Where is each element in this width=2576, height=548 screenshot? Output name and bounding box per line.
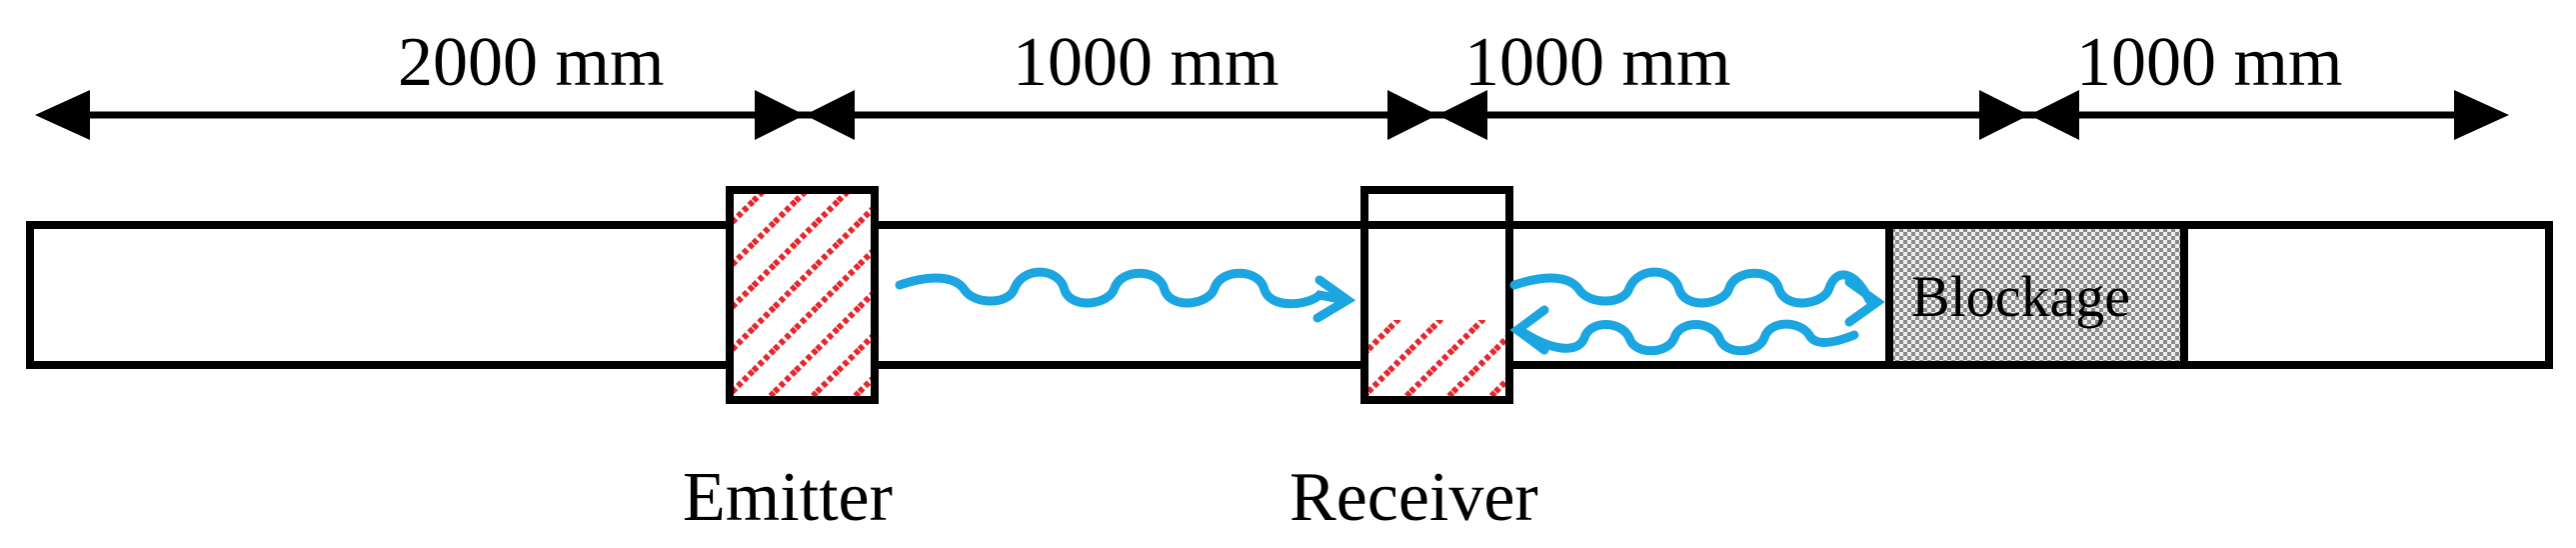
arrowhead-right-end bbox=[2454, 90, 2509, 140]
receiver-box bbox=[1360, 186, 1513, 404]
wave-blockage-to-receiver bbox=[1514, 319, 1859, 356]
arrowhead-blockage-left bbox=[1979, 90, 2029, 140]
arrowhead-emitter-right bbox=[805, 90, 855, 140]
wave-arrowhead-blockage bbox=[1844, 277, 1885, 327]
blockage bbox=[1885, 221, 2188, 369]
wave-arrowhead-receiver bbox=[1312, 275, 1356, 323]
dimension-line bbox=[35, 90, 2509, 140]
arrowhead-left-end bbox=[35, 90, 90, 140]
arrowhead-receiver-left bbox=[1387, 90, 1437, 140]
wave-emitter-to-receiver bbox=[895, 267, 1349, 309]
wave-arrowhead-return bbox=[1509, 305, 1549, 355]
wave-receiver-to-blockage bbox=[1509, 267, 1874, 308]
receiver-label: Receiver bbox=[1289, 459, 1538, 536]
receiver-hatch bbox=[1364, 320, 1509, 400]
dimension-label-1000-third: 1000 mm bbox=[2076, 24, 2342, 101]
dimension-label-1000-first: 1000 mm bbox=[1013, 24, 1279, 101]
dimension-label-2000: 2000 mm bbox=[398, 24, 664, 101]
arrowhead-receiver-right bbox=[1437, 90, 1487, 140]
arrowhead-blockage-right bbox=[2029, 90, 2079, 140]
emitter-label: Emitter bbox=[683, 459, 893, 536]
emitter-box bbox=[726, 186, 879, 404]
dimension-label-1000-second: 1000 mm bbox=[1464, 24, 1730, 101]
blockage-label: Blockage bbox=[1911, 264, 2130, 329]
arrowhead-emitter-left bbox=[755, 90, 805, 140]
